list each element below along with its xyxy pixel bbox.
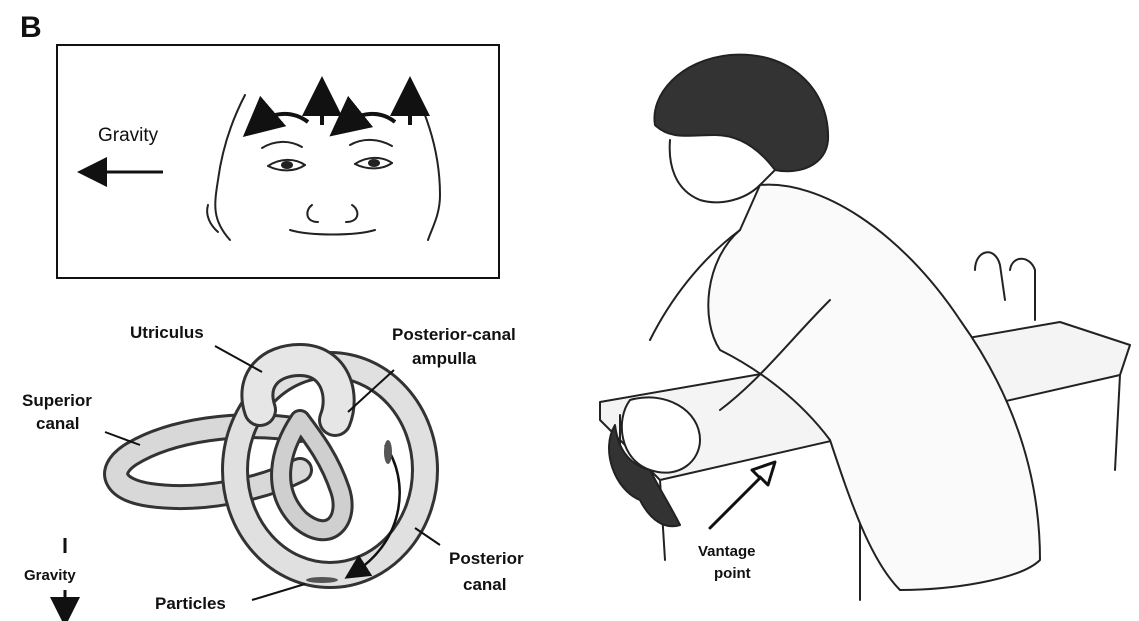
labyrinth-diagram: Utriculus Posterior-canal ampulla Superi…: [22, 323, 524, 613]
utriculus-label: Utriculus: [130, 323, 204, 342]
particles-label: Particles: [155, 594, 226, 613]
panel-letter: B: [20, 11, 42, 44]
superior-label-line1: Superior: [22, 391, 92, 410]
utriculus-leader: [215, 346, 262, 372]
face-inset: Gravity: [57, 45, 499, 278]
vantage-label-line2: point: [714, 565, 751, 582]
superior-label-line2: canal: [36, 414, 79, 433]
particles-dots: [306, 577, 338, 583]
vantage-arrow: [710, 462, 775, 528]
particles-leader: [252, 584, 305, 600]
maneuver-illustration: [600, 55, 1130, 600]
gravity-label-top: Gravity: [98, 125, 159, 146]
posterior-label-line1: Posterior: [449, 549, 524, 568]
patient-feet: [975, 252, 1035, 320]
gravity-label-bottom: Gravity: [24, 567, 76, 584]
labyrinth-drawing: [116, 360, 425, 575]
vantage-label-line1: Vantage: [698, 543, 756, 560]
ampulla-label-line2: ampulla: [412, 349, 477, 368]
ampulla-label-line1: Posterior-canal: [392, 325, 516, 344]
particles-dots-upper: [384, 440, 392, 464]
posterior-label-line2: canal: [463, 575, 506, 594]
